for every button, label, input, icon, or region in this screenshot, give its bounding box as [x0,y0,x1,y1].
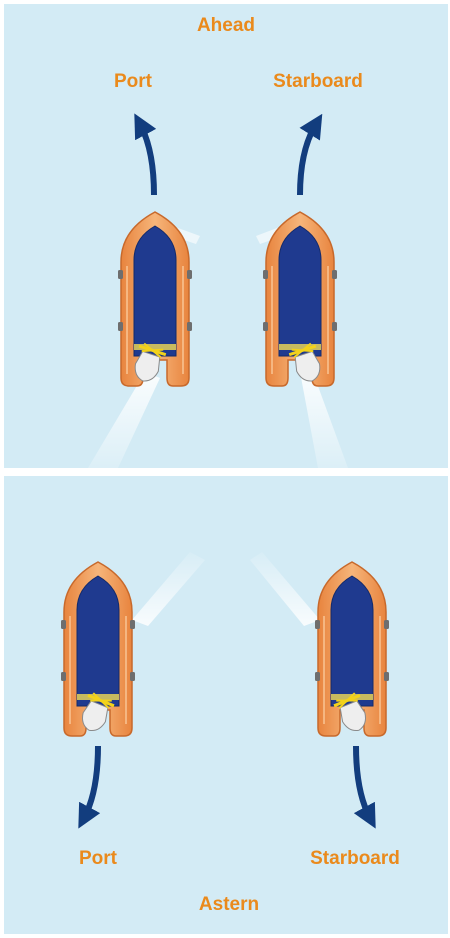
starboard-label-astern: Starboard [310,848,400,870]
curved-arrow-icon [300,124,316,195]
port-label-ahead: Port [114,71,152,93]
ahead-title: Ahead [197,15,255,37]
propeller-wash-starboard-astern [250,552,320,626]
curved-arrow-icon [84,746,98,818]
propeller-wash-port-astern [132,552,205,626]
starboard-label-ahead: Starboard [273,71,363,93]
astern-title: Astern [199,894,259,916]
curved-arrow-icon [356,746,370,818]
propeller-wash-port-ahead [88,372,160,468]
curved-arrow-icon [140,124,154,195]
port-label-astern: Port [79,848,117,870]
